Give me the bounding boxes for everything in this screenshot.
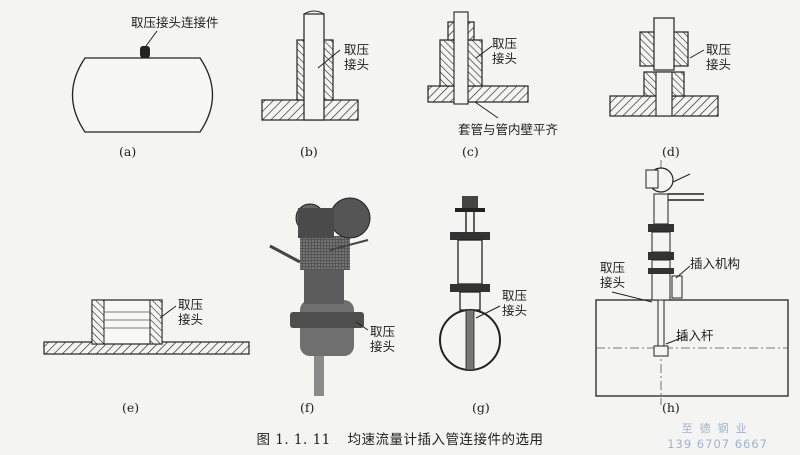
subfigure-f: (f)	[300, 400, 314, 415]
subfigure-h: (h)	[662, 400, 680, 415]
label-h-mechanism: 插入机构	[690, 256, 740, 271]
diagram-a: 取压接头连接件	[71, 15, 219, 133]
label-e: 取压接头	[178, 297, 203, 327]
diagram-f	[269, 197, 371, 396]
watermark-phone: 139 6707 6667	[667, 437, 768, 451]
label-c: 取压接头	[492, 36, 517, 66]
figure-caption: 图 1. 1. 11 均速流量计插入管连接件的选用	[0, 428, 800, 448]
label-h-rod: 插入杆	[676, 328, 714, 343]
label-f: 取压接头	[370, 324, 395, 354]
label-h-tap: 取压接头	[600, 260, 625, 290]
caption-number: 图 1. 1. 11	[256, 432, 331, 448]
subfigure-d: (d)	[662, 144, 680, 159]
subfigure-e: (e)	[122, 400, 139, 415]
diagram-e	[43, 299, 250, 355]
watermark-name: 至德钢业	[681, 422, 754, 435]
subfigure-g: (g)	[472, 400, 490, 415]
subfigure-a: (a)	[119, 144, 136, 159]
label-d: 取压接头	[706, 42, 731, 72]
label-b: 取压接头	[344, 42, 369, 72]
diagram-g	[439, 196, 501, 371]
watermark: 至德钢业 139 6707 6667	[667, 420, 768, 451]
caption-title: 均速流量计插入管连接件的选用	[347, 432, 544, 448]
subfigure-b: (b)	[300, 144, 318, 159]
diagram-d	[609, 17, 719, 117]
diagram-b	[261, 10, 359, 121]
diagram-h	[595, 160, 789, 405]
label-g: 取压接头	[502, 288, 527, 318]
label-c-note: 套管与管内壁平齐	[458, 122, 559, 137]
diagram-c	[427, 11, 529, 119]
label-a-connector: 取压接头连接件	[131, 15, 219, 30]
subfigure-c: (c)	[462, 144, 479, 159]
